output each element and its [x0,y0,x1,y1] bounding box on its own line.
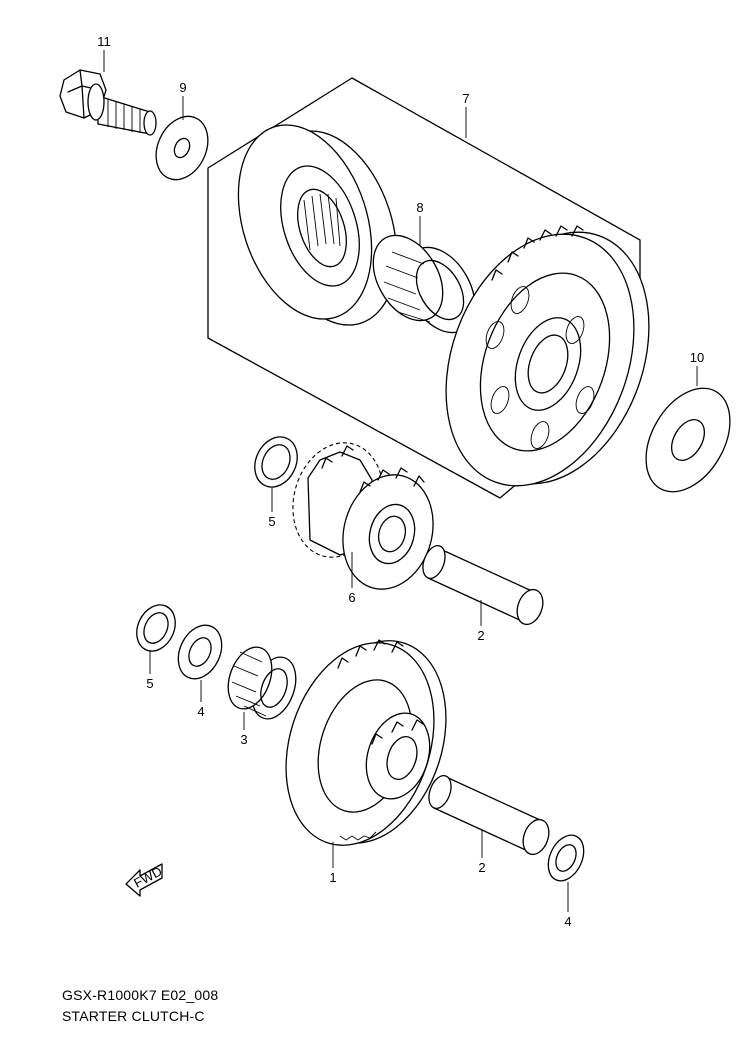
part-7-clutch-housing[interactable] [215,108,420,343]
fwd-label: FWD [131,863,164,890]
part-3-needle-bearing[interactable] [220,641,303,725]
part-1-starter-gear[interactable] [261,621,470,864]
callout-6: 6 [348,590,355,605]
diagram-title: STARTER CLUTCH-C [62,1008,205,1024]
leader-lines [103,50,698,912]
part-5-shim-upper[interactable] [247,430,305,494]
callout-9: 9 [179,80,186,95]
part-7-driven-gear[interactable] [413,206,682,513]
part-2-shaft-upper[interactable] [419,543,548,628]
part-11-bolt[interactable] [59,69,157,136]
callout-5-lower: 5 [146,676,153,691]
fwd-arrow-icon: FWD [125,863,164,897]
part-10-washer[interactable] [629,374,747,507]
callout-2-lower: 2 [478,860,485,875]
model-code: GSX-R1000K7 E02_008 [62,987,219,1003]
callout-1: 1 [329,870,336,885]
part-8-needle-bearing[interactable] [359,223,489,345]
part-5-shim-lower[interactable] [130,599,183,658]
callout-5-upper: 5 [268,514,275,529]
part-4-washer-upper[interactable] [170,618,230,686]
callout-4-upper: 4 [197,704,204,719]
callout-4-lower: 4 [564,914,571,929]
callout-2-upper: 2 [477,628,484,643]
callout-8: 8 [416,200,423,215]
callout-10: 10 [690,350,704,365]
part-2-shaft-lower[interactable] [425,773,554,858]
callout-7: 7 [462,91,469,106]
part-4-washer-lower[interactable] [541,829,590,886]
callout-11: 11 [97,34,111,49]
callout-3: 3 [240,732,247,747]
part-9-washer[interactable] [146,108,217,188]
part-6-idle-gear[interactable] [280,433,445,600]
